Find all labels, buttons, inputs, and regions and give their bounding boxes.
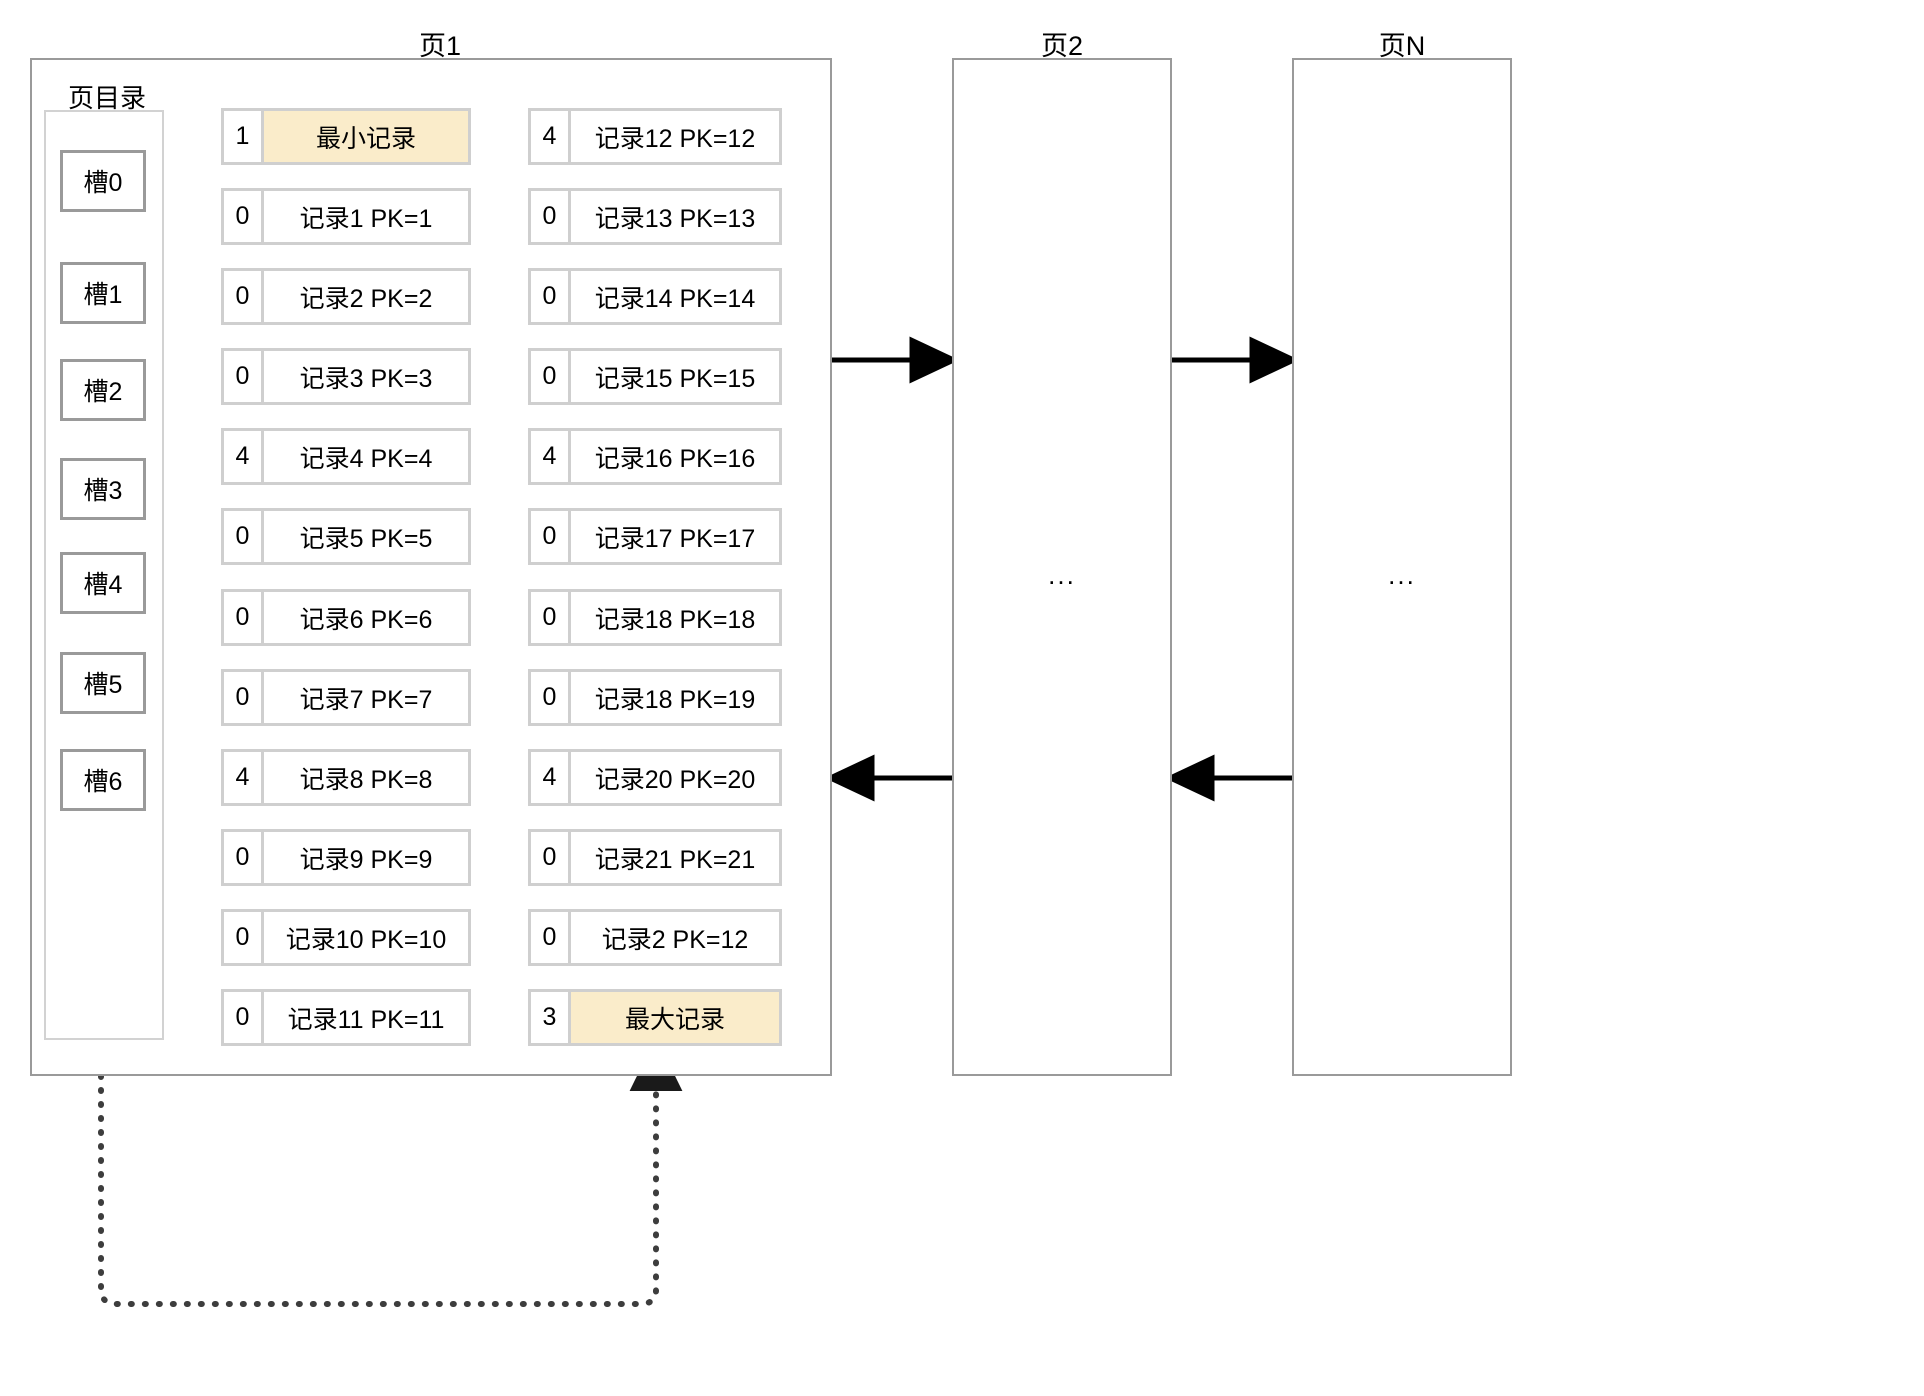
record-row[interactable]: 0 记录10 PK=10 — [221, 909, 471, 966]
record-owned-count: 0 — [221, 989, 264, 1046]
dir-slot-6-label: 槽6 — [83, 768, 123, 796]
dir-slot-0[interactable]: 槽0 — [60, 150, 146, 212]
record-owned-count: 0 — [528, 669, 571, 726]
dir-slot-1[interactable]: 槽1 — [60, 262, 146, 324]
record-owned-count: 0 — [528, 188, 571, 245]
record-row[interactable]: 0 记录18 PK=18 — [528, 589, 782, 646]
record-label: 记录9 PK=9 — [264, 829, 471, 886]
record-label: 记录4 PK=4 — [264, 428, 471, 485]
record-label: 记录8 PK=8 — [264, 749, 471, 806]
record-label: 记录2 PK=12 — [571, 909, 782, 966]
record-row[interactable]: 3 最大记录 — [528, 989, 782, 1046]
record-owned-count: 0 — [221, 589, 264, 646]
pageN-ellipsis: ... — [1388, 560, 1416, 590]
record-label: 记录17 PK=17 — [571, 508, 782, 565]
pageN-box: ... — [1292, 58, 1512, 1076]
dir-slot-2-label: 槽2 — [83, 378, 123, 406]
record-owned-count: 4 — [528, 108, 571, 165]
record-label: 记录7 PK=7 — [264, 669, 471, 726]
dir-slot-5[interactable]: 槽5 — [60, 652, 146, 714]
record-label: 记录18 PK=19 — [571, 669, 782, 726]
dir-slot-2[interactable]: 槽2 — [60, 359, 146, 421]
record-label: 记录14 PK=14 — [571, 268, 782, 325]
record-owned-count: 1 — [221, 108, 264, 165]
record-label: 最大记录 — [571, 989, 782, 1046]
record-owned-count: 0 — [221, 508, 264, 565]
record-owned-count: 0 — [221, 348, 264, 405]
record-owned-count: 4 — [528, 428, 571, 485]
dir-slot-5-label: 槽5 — [83, 671, 123, 699]
record-row[interactable]: 0 记录3 PK=3 — [221, 348, 471, 405]
record-owned-count: 0 — [221, 829, 264, 886]
record-label: 记录15 PK=15 — [571, 348, 782, 405]
record-label: 记录3 PK=3 — [264, 348, 471, 405]
record-owned-count: 0 — [528, 909, 571, 966]
record-owned-count: 3 — [528, 989, 571, 1046]
record-row[interactable]: 0 记录21 PK=21 — [528, 829, 782, 886]
record-label: 记录5 PK=5 — [264, 508, 471, 565]
record-label: 记录2 PK=2 — [264, 268, 471, 325]
dir-slot-3[interactable]: 槽3 — [60, 458, 146, 520]
record-label: 记录1 PK=1 — [264, 188, 471, 245]
record-label: 记录6 PK=6 — [264, 589, 471, 646]
record-owned-count: 0 — [528, 508, 571, 565]
record-owned-count: 0 — [221, 909, 264, 966]
dir-slot-6[interactable]: 槽6 — [60, 749, 146, 811]
record-row[interactable]: 4 记录12 PK=12 — [528, 108, 782, 165]
dir-slot-4-label: 槽4 — [83, 571, 123, 599]
record-row[interactable]: 0 记录17 PK=17 — [528, 508, 782, 565]
record-row[interactable]: 0 记录7 PK=7 — [221, 669, 471, 726]
record-row[interactable]: 1 最小记录 — [221, 108, 471, 165]
record-owned-count: 0 — [221, 268, 264, 325]
record-label: 记录21 PK=21 — [571, 829, 782, 886]
record-row[interactable]: 0 记录11 PK=11 — [221, 989, 471, 1046]
dir-slot-4[interactable]: 槽4 — [60, 552, 146, 614]
record-row[interactable]: 4 记录4 PK=4 — [221, 428, 471, 485]
record-row[interactable]: 4 记录20 PK=20 — [528, 749, 782, 806]
page2-title: 页2 — [1040, 31, 1084, 61]
record-label: 记录10 PK=10 — [264, 909, 471, 966]
record-owned-count: 0 — [528, 829, 571, 886]
record-row[interactable]: 0 记录6 PK=6 — [221, 589, 471, 646]
page1-title: 页1 — [418, 31, 462, 61]
dir-slot-0-label: 槽0 — [83, 169, 123, 197]
pageN-title: 页N — [1378, 31, 1426, 61]
record-label: 记录11 PK=11 — [264, 989, 471, 1046]
record-row[interactable]: 0 记录14 PK=14 — [528, 268, 782, 325]
record-owned-count: 0 — [528, 589, 571, 646]
record-label: 记录13 PK=13 — [571, 188, 782, 245]
dir-slot-3-label: 槽3 — [83, 477, 123, 505]
record-label: 记录18 PK=18 — [571, 589, 782, 646]
record-row[interactable]: 4 记录8 PK=8 — [221, 749, 471, 806]
record-label: 记录20 PK=20 — [571, 749, 782, 806]
record-row[interactable]: 0 记录2 PK=2 — [221, 268, 471, 325]
record-row[interactable]: 0 记录18 PK=19 — [528, 669, 782, 726]
record-owned-count: 0 — [528, 348, 571, 405]
dir-slot-1-label: 槽1 — [83, 281, 123, 309]
record-row[interactable]: 0 记录13 PK=13 — [528, 188, 782, 245]
page2-ellipsis: ... — [1048, 560, 1076, 590]
record-row[interactable]: 0 记录5 PK=5 — [221, 508, 471, 565]
record-row[interactable]: 0 记录15 PK=15 — [528, 348, 782, 405]
record-row[interactable]: 4 记录16 PK=16 — [528, 428, 782, 485]
record-label: 记录12 PK=12 — [571, 108, 782, 165]
record-owned-count: 0 — [528, 268, 571, 325]
record-owned-count: 4 — [221, 749, 264, 806]
record-owned-count: 0 — [221, 188, 264, 245]
record-owned-count: 4 — [221, 428, 264, 485]
record-row[interactable]: 0 记录1 PK=1 — [221, 188, 471, 245]
record-owned-count: 4 — [528, 749, 571, 806]
record-label: 最小记录 — [264, 108, 471, 165]
page2-box: ... — [952, 58, 1172, 1076]
record-row[interactable]: 0 记录2 PK=12 — [528, 909, 782, 966]
page-directory-title: 页目录 — [68, 83, 147, 113]
record-owned-count: 0 — [221, 669, 264, 726]
record-label: 记录16 PK=16 — [571, 428, 782, 485]
record-row[interactable]: 0 记录9 PK=9 — [221, 829, 471, 886]
